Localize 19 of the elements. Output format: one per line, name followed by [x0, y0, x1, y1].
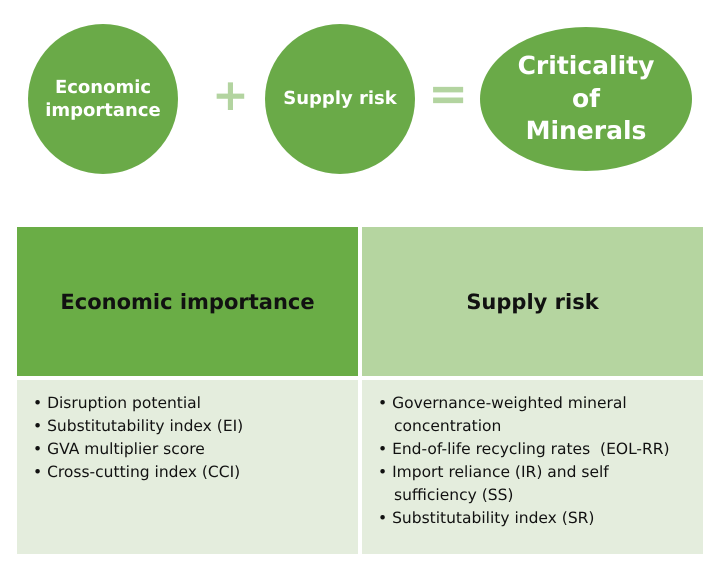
- bullet-item: • Substitutability index (SR): [378, 508, 596, 529]
- table-header: [360, 225, 705, 378]
- circle-label: Supply risk: [282, 87, 398, 111]
- table-cell: [15, 378, 360, 556]
- table-cell: [360, 378, 705, 556]
- circle-label: Economic importance: [44, 76, 162, 122]
- bullet-item: • Import reliance (IR) and self sufficiency (SS): [378, 462, 610, 506]
- table-header: [15, 225, 360, 378]
- bullet-item: • End-of-life recycling rates (EOL-RR): [378, 439, 671, 460]
- bullet-item: • Governance-weighted mineral concentration: [378, 393, 628, 437]
- bullet-item: • Disruption potential: [33, 393, 202, 414]
- bullet-item: • Cross-cutting index (CCI): [33, 462, 242, 483]
- bullet-item: • Substitutability index (EI): [33, 416, 244, 437]
- bullet-item: • GVA multiplier score: [33, 439, 206, 460]
- circle-label: Criticality of Minerals: [516, 50, 656, 148]
- column-heading: Economic importance: [60, 290, 315, 314]
- plus-sign: +: [212, 70, 249, 121]
- column-heading: Supply risk: [466, 290, 599, 314]
- equals-sign: =: [428, 66, 468, 122]
